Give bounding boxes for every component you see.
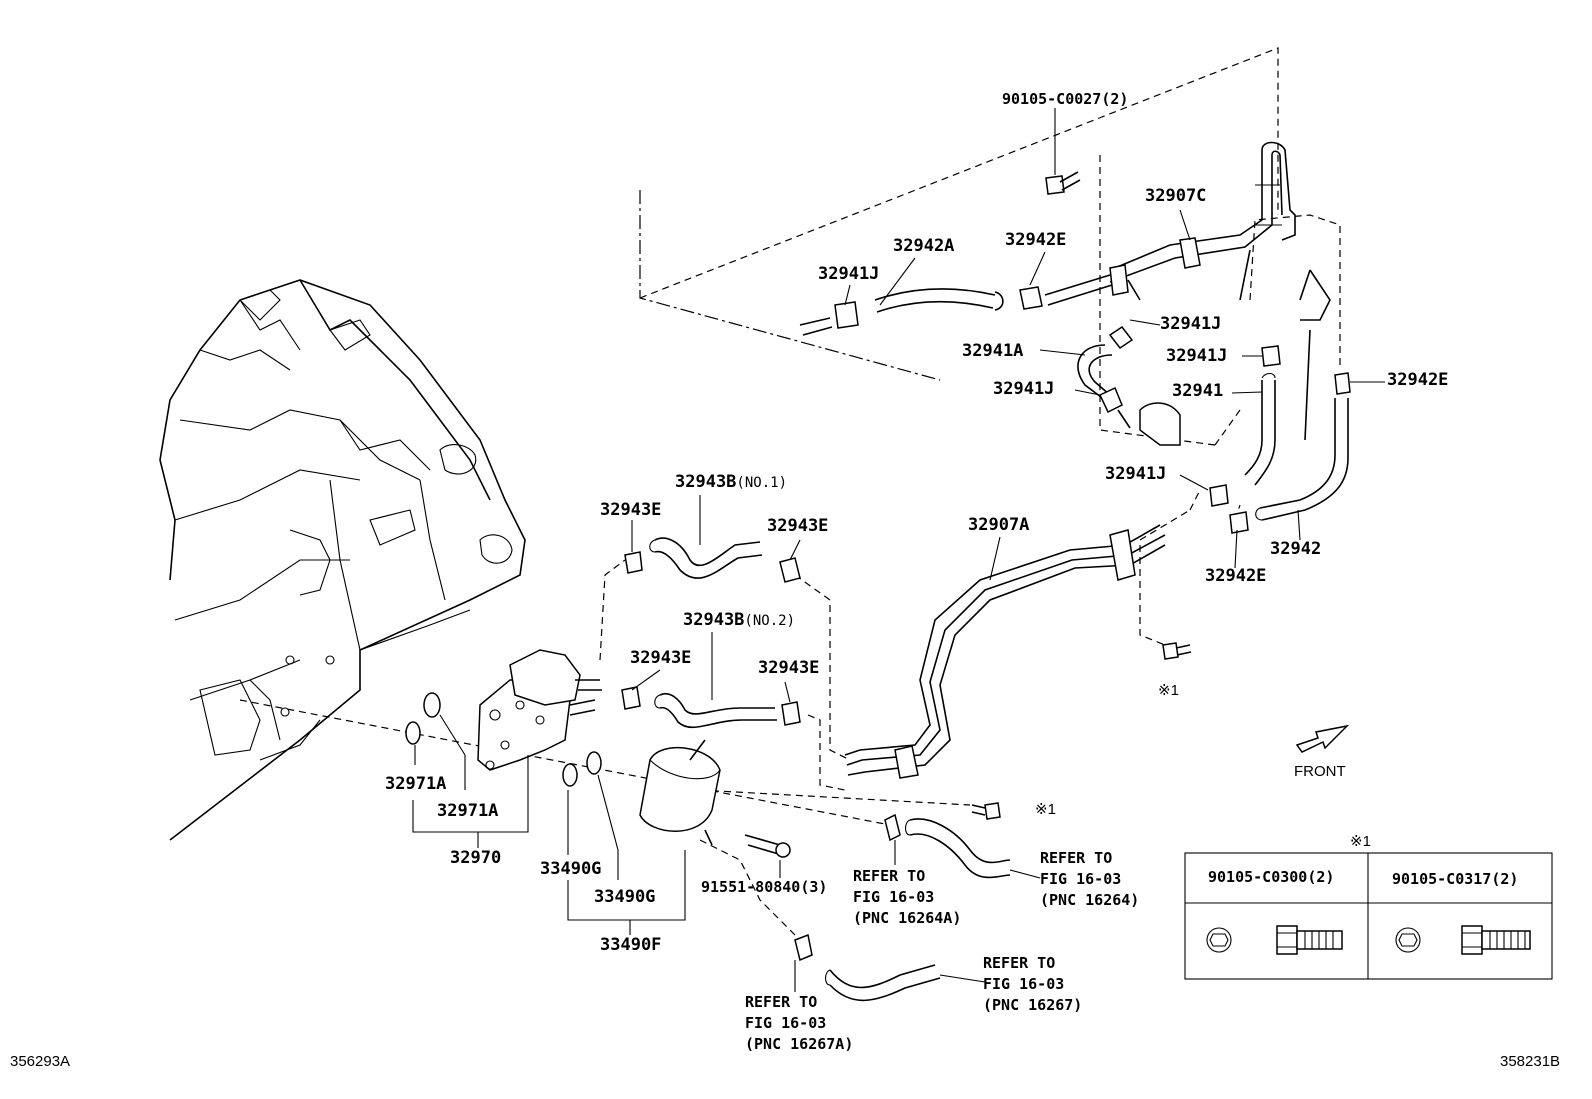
part-label-32941j-r2: 32941J [1166, 346, 1228, 366]
part-label-32941a: 32941A [962, 341, 1024, 361]
part-label-32971a-a: 32971A [385, 774, 447, 794]
part-label-32941j-r4: 32941J [1105, 464, 1167, 484]
refer-line: (PNC 16267) [983, 996, 1083, 1014]
part-label-32942e-low: 32942E [1205, 566, 1267, 586]
illustration-code-right: 358231B [1500, 1053, 1561, 1070]
part-label-32943e-b: 32943E [767, 516, 829, 536]
label-leaders [412, 108, 1385, 992]
part-label-32970: 32970 [450, 848, 502, 868]
part-label-33490g-b: 33490G [594, 887, 656, 907]
reference-mark: ※1 [1158, 682, 1179, 699]
refer-line: REFER TO [1040, 849, 1113, 867]
refer-line: FIG 16-03 [853, 888, 935, 906]
refer-note-16264: REFER TO FIG 16-03 (PNC 16264) [1040, 848, 1139, 911]
part-label-32942: 32942 [1270, 539, 1322, 559]
bolts [971, 171, 1192, 820]
bolt-legend-table [1184, 852, 1553, 980]
part-number: 32943B [675, 472, 737, 492]
front-arrow-icon [1295, 724, 1350, 753]
reference-mark: ※1 [1035, 801, 1056, 818]
refer-note-16264a: REFER TO FIG 16-03 (PNC 16264A) [853, 866, 961, 929]
lower-hoses [621, 537, 801, 729]
transmission-housing [159, 279, 526, 841]
part-label-32943e-d: 32943E [758, 658, 820, 678]
refer-line: REFER TO [745, 993, 818, 1011]
upper-hoses [799, 141, 1351, 534]
part-label-32943e-c: 32943E [630, 648, 692, 668]
legend-bolt-90105-c0300: 90105-C0300(2) [1208, 868, 1335, 886]
cooler-pipe-32907A [844, 524, 1166, 779]
part-number: 32943B [683, 610, 745, 630]
part-label-32971a-b: 32971A [437, 801, 499, 821]
front-label: FRONT [1294, 763, 1346, 780]
refer-hoses [794, 813, 1011, 1002]
refer-line: REFER TO [983, 954, 1056, 972]
refer-line: FIG 16-03 [1040, 870, 1122, 888]
illustration-code-left: 356293A [10, 1053, 71, 1070]
part-label-90105-c0027: 90105-C0027(2) [1002, 90, 1129, 108]
leader-lines [239, 47, 1341, 946]
legend-bolt-90105-c0317: 90105-C0317(2) [1392, 870, 1519, 888]
part-label-33490g-a: 33490G [540, 859, 602, 879]
refer-line: (PNC 16264A) [853, 909, 962, 927]
part-label-32943b-no1: 32943B(NO.1) [675, 474, 787, 491]
part-label-91551-80840: 91551-80840(3) [701, 878, 828, 896]
part-label-32941j-r3: 32941J [993, 379, 1055, 399]
refer-note-16267a: REFER TO FIG 16-03 (PNC 16267A) [745, 992, 853, 1055]
part-label-32943e-a: 32943E [600, 500, 662, 520]
part-label-32941: 32941 [1172, 381, 1224, 401]
refer-line: (PNC 16264) [1040, 891, 1140, 909]
refer-line: REFER TO [853, 867, 926, 885]
part-suffix: (NO.1) [736, 475, 787, 491]
refer-line: FIG 16-03 [745, 1014, 827, 1032]
part-label-32943b-no2: 32943B(NO.2) [683, 612, 795, 629]
part-suffix: (NO.2) [744, 613, 795, 629]
refer-note-16267: REFER TO FIG 16-03 (PNC 16267) [983, 953, 1082, 1016]
refer-line: FIG 16-03 [983, 975, 1065, 993]
part-label-33490f: 33490F [600, 935, 662, 955]
valve-and-cooler [405, 649, 791, 858]
part-label-32942a: 32942A [893, 236, 955, 256]
part-label-32907c: 32907C [1145, 186, 1207, 206]
reference-mark: ※1 [1350, 833, 1371, 850]
part-label-32941j-r1: 32941J [1160, 314, 1222, 334]
part-label-32907a: 32907A [968, 515, 1030, 535]
part-label-32941j-top: 32941J [818, 264, 880, 284]
refer-line: (PNC 16267A) [745, 1035, 854, 1053]
part-label-32942e-right: 32942E [1387, 370, 1449, 390]
part-label-32942e-top: 32942E [1005, 230, 1067, 250]
